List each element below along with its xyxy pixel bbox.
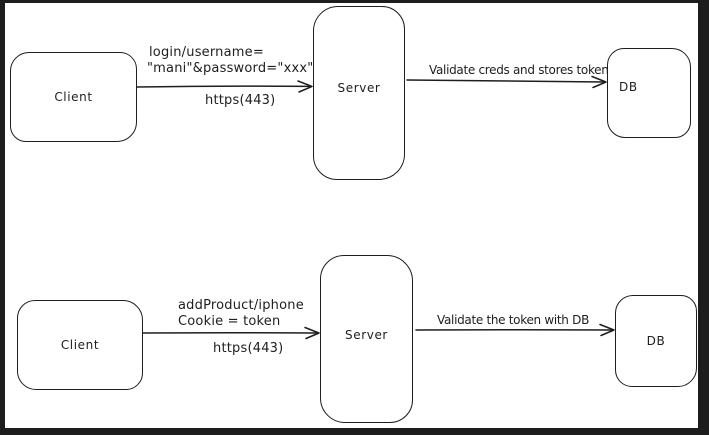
- flow2-client-label: Client: [60, 338, 100, 352]
- flow1-db-label: DB: [619, 80, 638, 94]
- flow1-server-db-label: Validate creds and stores token: [429, 63, 609, 77]
- flow2-server-node: Server: [320, 255, 413, 423]
- arrow-flow2-client-to-server: [142, 326, 320, 340]
- arrow-flow2-server-to-db: [415, 323, 615, 337]
- flow2-db-label: DB: [646, 334, 666, 348]
- flow2-request-line1: addProduct/iphone: [178, 298, 304, 313]
- flow2-server-label: Server: [345, 328, 388, 342]
- flow2-db-node: DB: [615, 295, 697, 387]
- flow1-server-label: Server: [337, 81, 381, 95]
- flow1-request-line1: login/username=: [149, 45, 264, 60]
- flow1-db-node: DB: [607, 48, 691, 138]
- flow2-client-node: Client: [17, 300, 143, 390]
- flow2-protocol-label: https(443): [213, 341, 284, 356]
- flow2-request-line2: Cookie = token: [178, 314, 281, 329]
- flow1-client-node: Client: [10, 52, 137, 142]
- flow1-server-node: Server: [313, 6, 405, 180]
- flow1-client-label: Client: [54, 90, 93, 104]
- flow1-request-line2: "mani"&password="xxx": [147, 61, 314, 76]
- arrow-flow1-client-to-server: [136, 80, 313, 93]
- flow2-server-db-label: Validate the token with DB: [437, 313, 589, 327]
- arrow-flow1-server-to-db: [406, 75, 607, 89]
- flow1-protocol-label: https(443): [205, 93, 276, 108]
